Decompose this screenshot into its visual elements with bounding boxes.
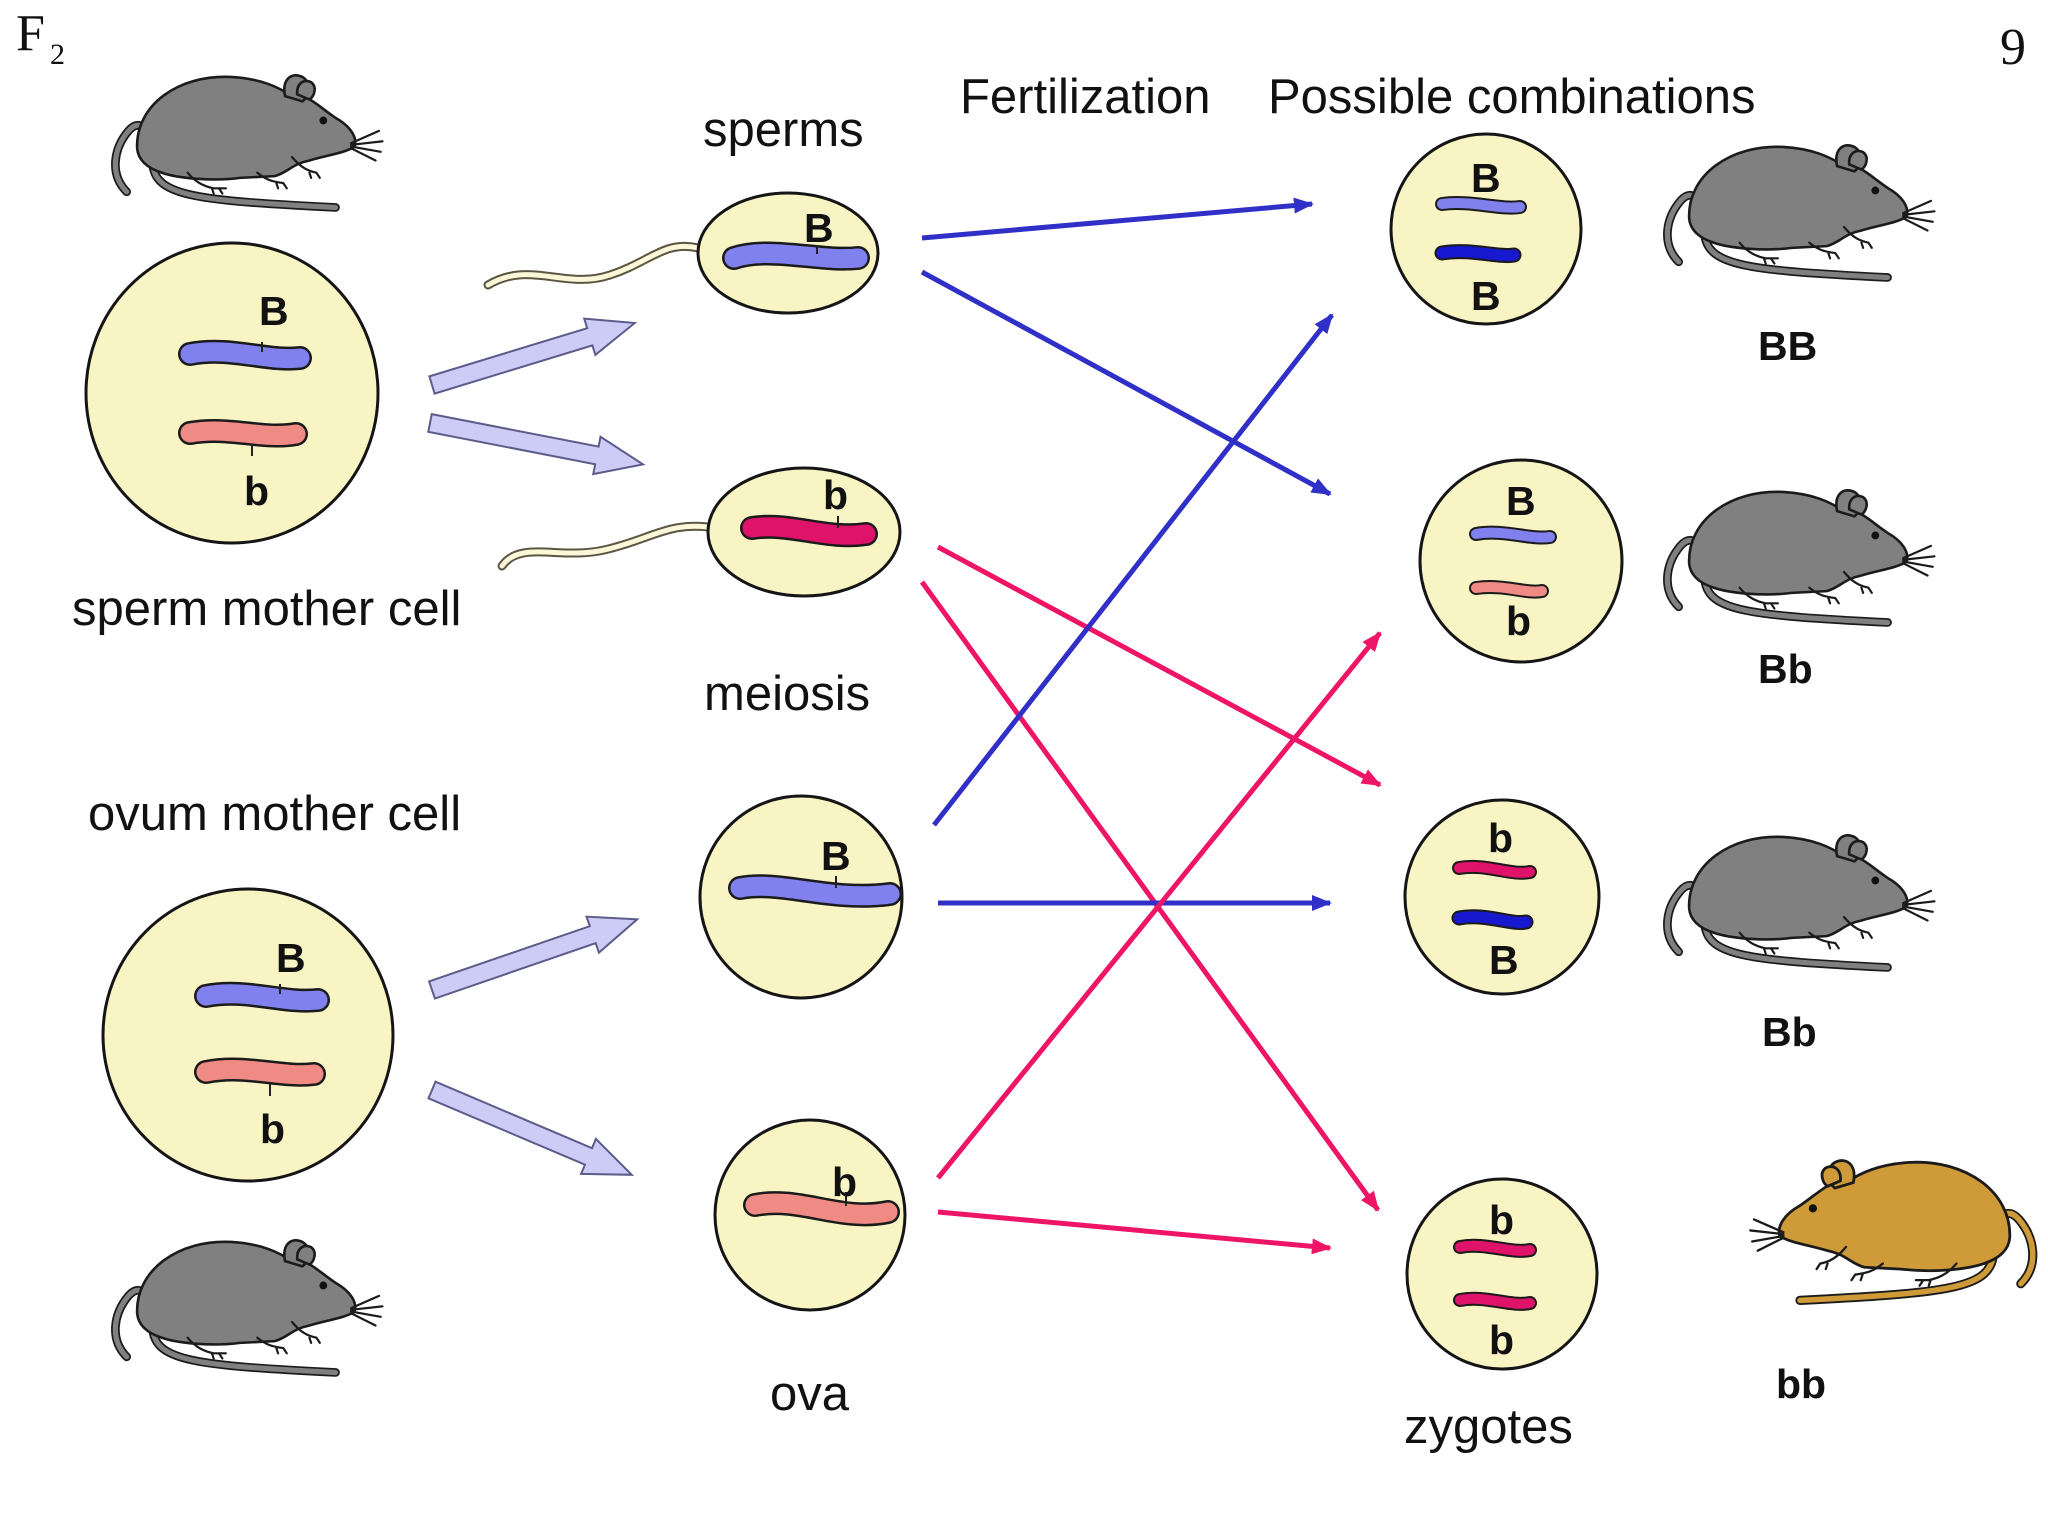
allele-label: b bbox=[823, 472, 848, 518]
genotype-label: bb bbox=[1776, 1361, 1826, 1407]
recessive-chromosome bbox=[1455, 1240, 1535, 1256]
fertilization-arrow bbox=[920, 269, 1332, 497]
meiosis-arrow bbox=[427, 412, 646, 476]
fertilization-arrow bbox=[936, 631, 1382, 1180]
allele-label: b bbox=[260, 1106, 285, 1152]
sperm-mother-cell: B b bbox=[84, 241, 380, 545]
genotype-label: Bb bbox=[1758, 646, 1813, 692]
zygote-Bb: B b bbox=[1418, 458, 1624, 664]
meiosis-label: meiosis bbox=[704, 667, 870, 721]
offspring-mouse-grey bbox=[1667, 145, 1934, 277]
possible-combinations-label: Possible combinations bbox=[1268, 70, 1756, 124]
zygotes-label: zygotes bbox=[1404, 1400, 1573, 1454]
dominant-chromosome bbox=[1436, 246, 1520, 262]
recessive-chromosome bbox=[180, 421, 306, 446]
meiosis-arrow bbox=[428, 317, 638, 395]
fertilization-label: Fertilization bbox=[960, 70, 1211, 124]
fertilization-arrow bbox=[921, 197, 1314, 241]
allele-label: B bbox=[1489, 937, 1519, 983]
allele-label: B bbox=[804, 205, 834, 251]
meiosis-arrow bbox=[427, 1080, 635, 1176]
generation-label: F bbox=[16, 5, 45, 62]
dominant-chromosome bbox=[180, 342, 310, 369]
dominant-chromosome bbox=[724, 244, 868, 269]
fertilization-arrow bbox=[936, 544, 1382, 788]
allele-label: b bbox=[1489, 1197, 1514, 1243]
genotype-label: BB bbox=[1758, 323, 1817, 369]
recessive-chromosome bbox=[742, 517, 876, 545]
dominant-chromosome bbox=[1471, 527, 1555, 543]
ovum-mother-cell: B b bbox=[101, 887, 395, 1183]
allele-label: B bbox=[1471, 155, 1501, 201]
ovum-dominant: B bbox=[698, 794, 904, 1000]
male-parent-mouse bbox=[115, 75, 382, 207]
zygote-bB: b B bbox=[1403, 798, 1601, 996]
allele-label: B bbox=[821, 833, 851, 879]
allele-label: b bbox=[1506, 598, 1531, 644]
dominant-chromosome bbox=[1453, 911, 1532, 928]
allele-label: B bbox=[1506, 478, 1536, 524]
offspring-mouse-grey bbox=[1667, 835, 1934, 967]
recessive-chromosome bbox=[196, 1060, 324, 1085]
dominant-chromosome bbox=[730, 876, 900, 906]
dominant-chromosome bbox=[196, 984, 328, 1011]
meiosis-arrow bbox=[427, 915, 640, 1000]
allele-label: b bbox=[832, 1159, 857, 1205]
fertilization-arrow bbox=[932, 313, 1334, 827]
allele-label: b bbox=[1489, 1317, 1514, 1363]
genotype-label: Bb bbox=[1762, 1009, 1817, 1055]
female-parent-mouse bbox=[115, 1240, 382, 1372]
recessive-chromosome bbox=[1454, 861, 1535, 878]
sperm-mother-cell-label: sperm mother cell bbox=[72, 582, 461, 636]
recessive-chromosome bbox=[1471, 582, 1547, 597]
fertilization-arrow bbox=[937, 1209, 1332, 1255]
ovum-recessive: b bbox=[713, 1118, 907, 1312]
dominant-chromosome bbox=[1437, 198, 1525, 213]
zygote-BB: B B bbox=[1389, 132, 1583, 326]
zygote-bb: b b bbox=[1405, 1177, 1599, 1371]
allele-label: b bbox=[244, 468, 269, 514]
offspring-mouse-grey bbox=[1667, 490, 1934, 622]
allele-label: B bbox=[259, 288, 289, 334]
fertilization-arrow bbox=[919, 580, 1381, 1212]
allele-label: B bbox=[276, 935, 306, 981]
recessive-chromosome bbox=[745, 1193, 898, 1224]
ova-label: ova bbox=[770, 1367, 850, 1421]
sperm-recessive: b bbox=[497, 466, 902, 598]
offspring-mouse-brown bbox=[1750, 1161, 2032, 1301]
generation-subscript: 2 bbox=[50, 38, 65, 71]
allele-label: B bbox=[1471, 273, 1501, 319]
sperm-dominant: B bbox=[483, 191, 880, 315]
allele-label: b bbox=[1488, 815, 1513, 861]
sperms-label: sperms bbox=[703, 103, 864, 157]
ovum-mother-cell-label: ovum mother cell bbox=[88, 787, 461, 841]
page-number: 9 bbox=[2000, 19, 2026, 76]
recessive-chromosome bbox=[1455, 1293, 1535, 1309]
